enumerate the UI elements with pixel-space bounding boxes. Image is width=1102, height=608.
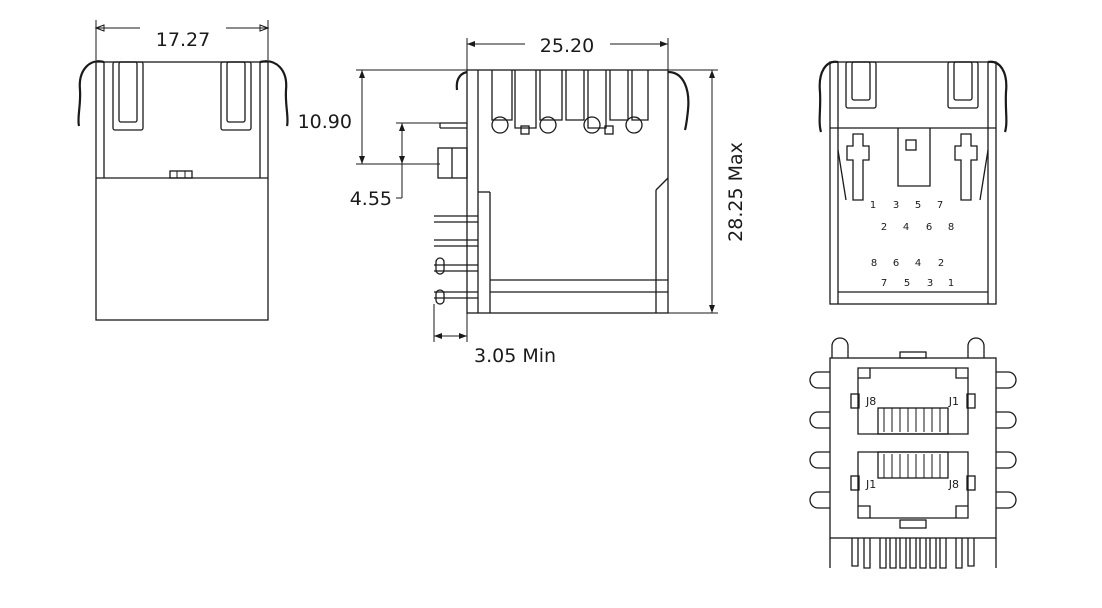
pin-label: 3 [893, 200, 899, 211]
pin-length-label: 3.05 Min [474, 345, 556, 367]
pin-label: 6 [893, 258, 899, 269]
jack-label: J8 [865, 395, 876, 408]
pin-label: 1 [870, 200, 876, 211]
pin-label: 1 [948, 278, 954, 289]
pin-label: 8 [948, 222, 954, 233]
jack-label: J1 [865, 478, 876, 491]
front-view: 17.27 [77, 20, 289, 321]
side-view: 25.20 28.25 Max 10.90 4.55 [298, 35, 747, 367]
rear-view: 1 3 5 7 2 4 6 8 8 6 4 2 7 5 3 1 [818, 60, 1008, 305]
overall-height-label: 28.25 Max [725, 142, 747, 242]
pin-height-upper-label: 10.90 [298, 111, 352, 133]
pin-height-lower-label: 4.55 [350, 188, 392, 210]
front-width-label: 17.27 [156, 29, 210, 51]
pin-label: 5 [915, 200, 921, 211]
pin-label: 7 [881, 278, 887, 289]
pin-label: 2 [881, 222, 887, 233]
pin-label: 8 [871, 258, 877, 269]
pin-label: 4 [903, 222, 909, 233]
pin-label: 7 [937, 200, 943, 211]
pin-label: 4 [915, 258, 921, 269]
side-width-label: 25.20 [540, 35, 594, 57]
pin-label: 3 [927, 278, 933, 289]
jack-label: J8 [948, 478, 959, 491]
jack-label: J1 [948, 395, 959, 408]
pin-label: 5 [904, 278, 910, 289]
port-view: J8 J1 J1 J8 [809, 337, 1017, 569]
pin-label: 6 [926, 222, 932, 233]
pin-label: 2 [938, 258, 944, 269]
